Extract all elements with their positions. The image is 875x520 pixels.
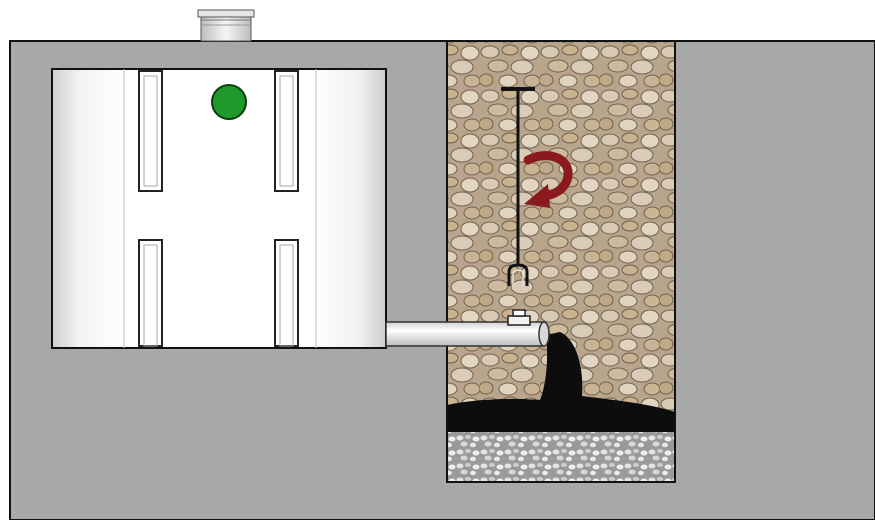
tank-rib bbox=[138, 70, 163, 192]
valve-icon bbox=[507, 309, 531, 326]
tank-rib bbox=[274, 239, 299, 347]
outlet-pipe bbox=[385, 321, 550, 347]
valve-key-tool bbox=[501, 87, 535, 286]
sludge-layer bbox=[447, 332, 675, 432]
septic-tank bbox=[51, 68, 387, 349]
status-indicator-icon bbox=[211, 84, 247, 120]
rotation-arrow-icon bbox=[523, 151, 573, 208]
soakaway-pit bbox=[446, 40, 676, 483]
tank-rib bbox=[274, 70, 299, 192]
gravel-bed bbox=[447, 432, 675, 482]
tank-rib bbox=[138, 239, 163, 347]
vent-pipe-icon bbox=[197, 9, 255, 42]
